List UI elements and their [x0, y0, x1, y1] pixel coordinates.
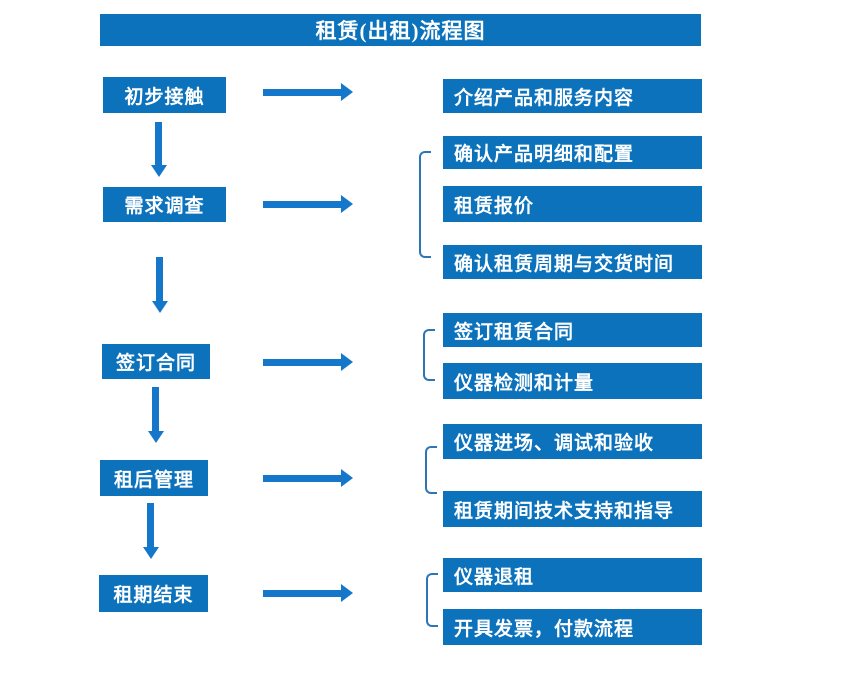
arrow-down-3 — [147, 387, 164, 443]
arrow-shaft — [156, 257, 163, 301]
bracket-post-rental-group — [425, 446, 437, 494]
step-box-sign-contract: 签订合同 — [102, 344, 210, 379]
arrow-down-4 — [142, 503, 159, 559]
detail-box-confirm-period-delivery: 确认租赁周期与交货时间 — [443, 245, 702, 279]
arrow-shaft — [263, 88, 341, 96]
arrow-head-icon — [341, 353, 353, 371]
arrow-shaft — [147, 503, 154, 547]
arrow-shaft — [152, 387, 159, 431]
detail-box-instrument-setup-acceptance: 仪器进场、调试和验收 — [443, 424, 702, 459]
bracket-demand-survey-group — [419, 151, 431, 258]
detail-box-sign-rental-contract: 签订租赁合同 — [443, 313, 702, 347]
detail-box-introduce-products: 介绍产品和服务内容 — [443, 79, 702, 113]
arrow-down-2 — [151, 257, 168, 313]
detail-box-rental-quote: 租赁报价 — [443, 186, 702, 222]
arrow-head-icon — [150, 165, 167, 177]
arrow-down-1 — [150, 122, 167, 177]
detail-box-confirm-product-config: 确认产品明细和配置 — [443, 136, 702, 169]
arrow-head-icon — [341, 195, 353, 213]
arrow-shaft — [263, 474, 341, 482]
arrow-right-5 — [263, 584, 353, 602]
detail-box-instrument-inspection: 仪器检测和计量 — [443, 363, 702, 399]
step-box-lease-end: 租期结束 — [99, 575, 208, 612]
flowchart-title: 租赁(出租)流程图 — [100, 14, 701, 46]
detail-box-technical-support: 租赁期间技术支持和指导 — [443, 491, 702, 527]
step-box-demand-survey: 需求调查 — [103, 187, 226, 222]
arrow-head-icon — [151, 301, 168, 313]
detail-box-invoice-payment: 开具发票，付款流程 — [443, 609, 702, 645]
step-box-post-rental-management: 租后管理 — [100, 460, 208, 496]
arrow-shaft — [263, 589, 341, 597]
arrow-right-4 — [263, 469, 353, 487]
arrow-right-3 — [263, 353, 353, 371]
arrow-head-icon — [142, 547, 159, 559]
step-box-initial-contact: 初步接触 — [103, 77, 226, 113]
arrow-right-1 — [263, 83, 353, 101]
arrow-shaft — [263, 358, 341, 366]
arrow-head-icon — [341, 584, 353, 602]
arrow-head-icon — [341, 83, 353, 101]
bracket-sign-contract-group — [423, 329, 435, 381]
arrow-head-icon — [147, 431, 164, 443]
bracket-lease-end-group — [426, 573, 438, 627]
detail-box-instrument-return: 仪器退租 — [443, 558, 702, 592]
arrow-shaft — [155, 122, 162, 165]
arrow-right-2 — [263, 195, 353, 213]
arrow-shaft — [263, 200, 341, 208]
arrow-head-icon — [341, 469, 353, 487]
